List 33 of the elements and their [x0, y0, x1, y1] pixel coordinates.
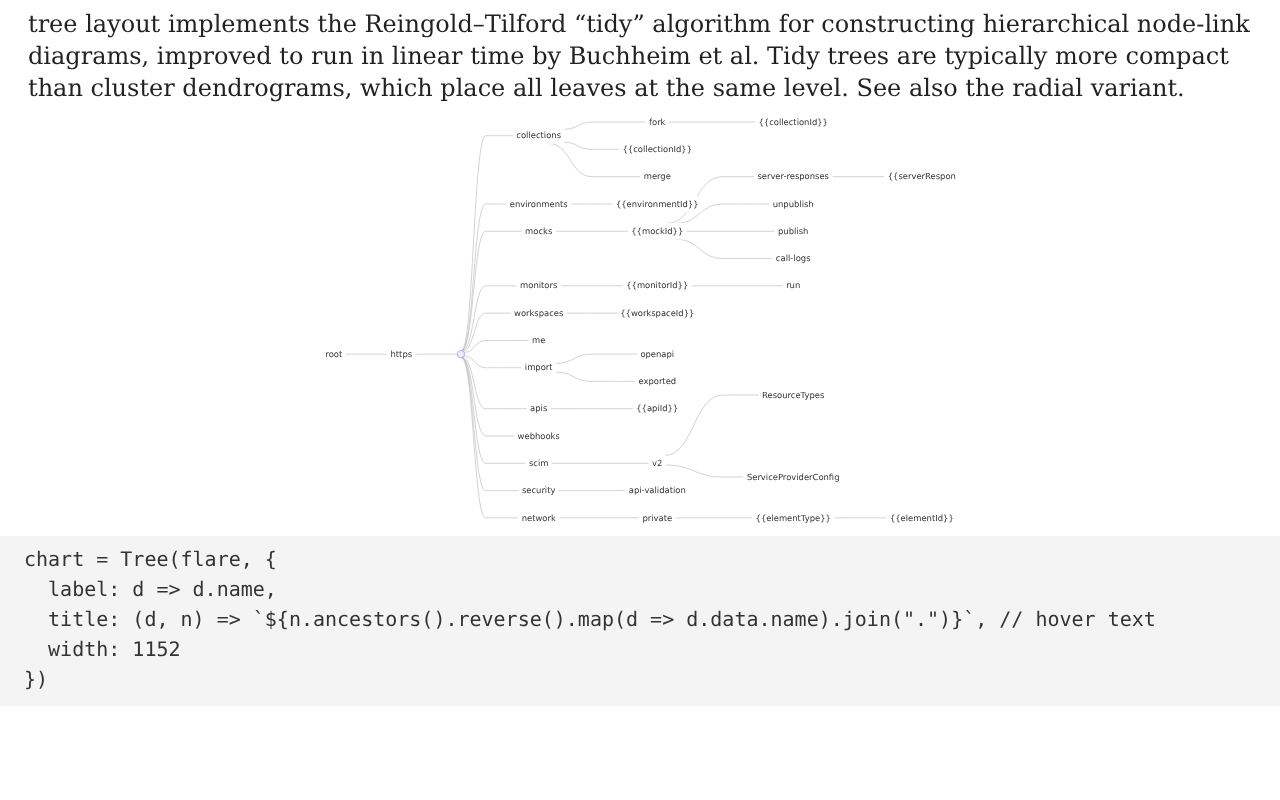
connector: [461, 357, 527, 410]
connector: [557, 490, 626, 491]
connector: [550, 463, 649, 464]
connector: [460, 357, 519, 491]
code-line: label: d => d.name,: [46, 577, 279, 606]
connector: [461, 313, 511, 352]
connector: [554, 231, 628, 232]
description-paragraph: tree layout implements the Reingold–Tilford “tidy” algorithm for constructing hierarchical node-link diagrams, improved to run in linear time by Buchheim et al. Tidy trees are typically more compact than cluster dendrograms, which place all leaves at the same level. See also the radial variant.: [28, 8, 1252, 106]
connector: [831, 176, 885, 178]
code-line: }): [24, 667, 51, 696]
connector: [460, 357, 526, 464]
connector: [685, 231, 775, 232]
connector: [664, 464, 744, 478]
code-line: chart = Tree(flare, {: [24, 547, 279, 576]
connector: [461, 357, 515, 437]
connector: [663, 394, 759, 456]
connector: [554, 353, 637, 364]
connector: [460, 203, 507, 351]
connector: [548, 143, 641, 178]
node-circle: [456, 350, 465, 359]
connector: [675, 203, 770, 224]
code-line: title: (d, n) => `${n.ancestors().reverse().map(d => d.data.name).join(".")}`, // hover text: [46, 607, 1158, 636]
connector: [460, 135, 513, 351]
connector: [549, 408, 633, 410]
connector: [460, 231, 522, 351]
connector: [460, 357, 519, 519]
connector: [563, 121, 646, 130]
connector: [463, 340, 529, 353]
connector: [463, 355, 522, 369]
connector: [461, 285, 517, 352]
code-line: width: 1152: [46, 637, 183, 666]
connector: [563, 142, 619, 150]
connector: [554, 372, 635, 382]
